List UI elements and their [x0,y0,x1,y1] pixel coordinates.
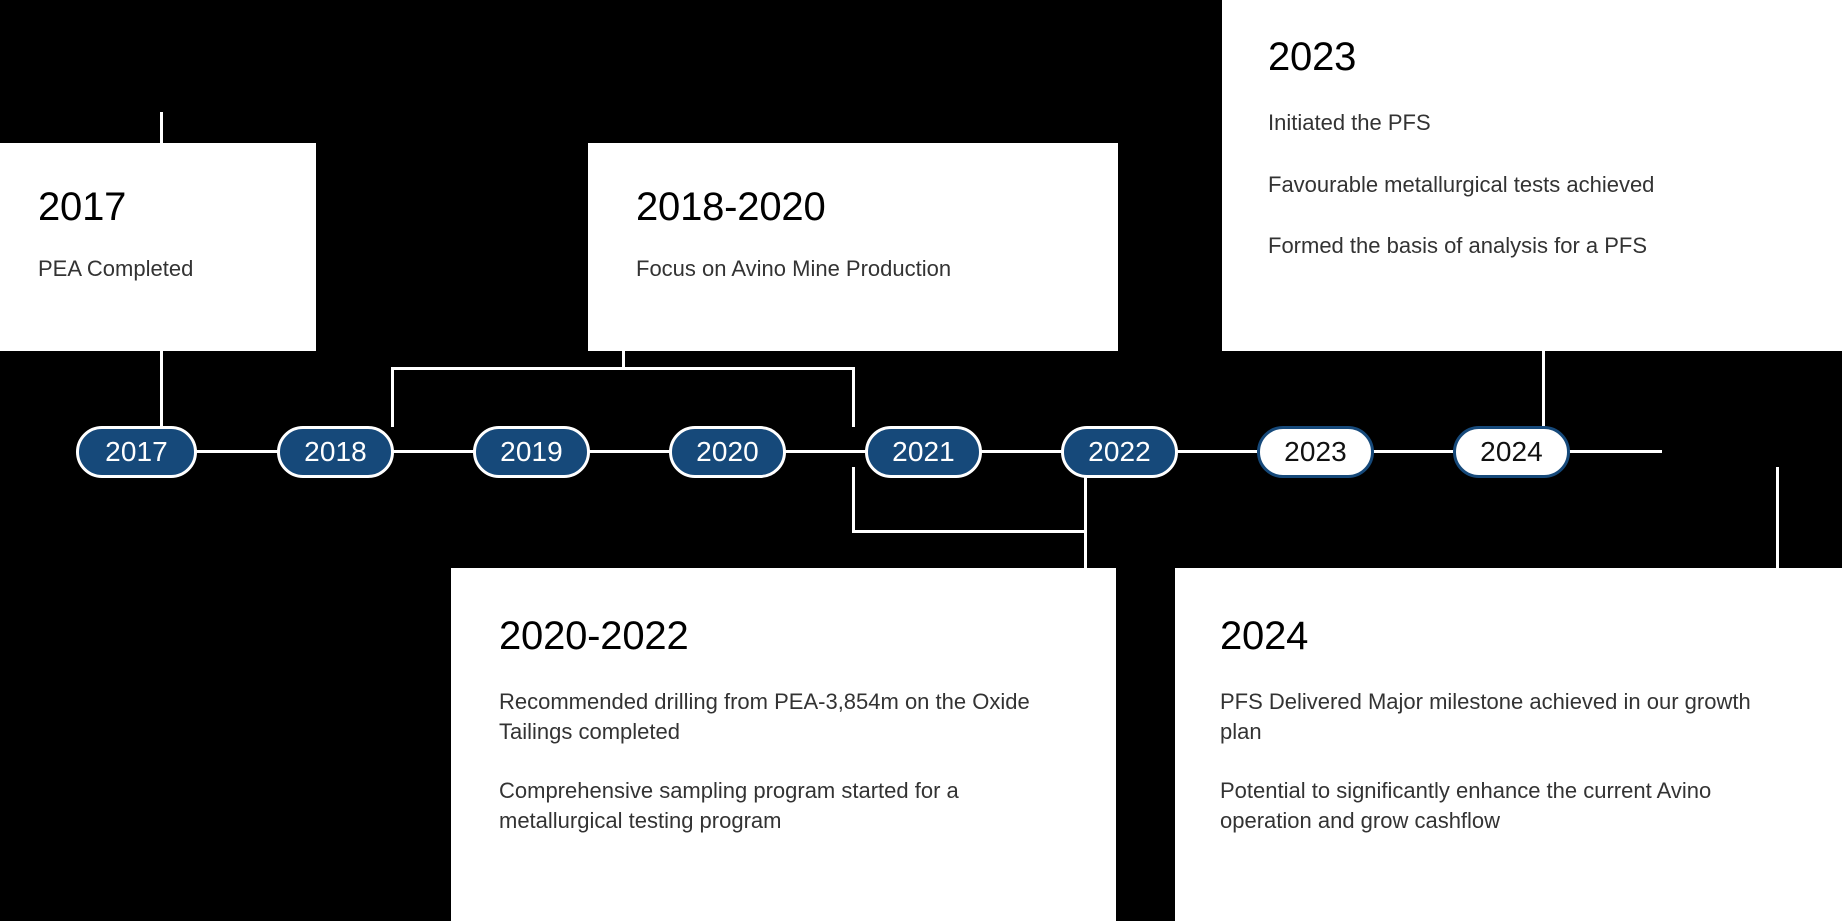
timeline-node-label: 2017 [105,436,168,467]
axis-segment-2024-end [1562,450,1662,453]
timeline-node-2018[interactable]: 2018 [277,426,394,478]
connector-2020-riser [852,367,855,427]
timeline-node-label: 2022 [1088,436,1151,467]
timeline-card-2020-2022: 2020-2022 Recommended drilling from PEA-… [451,568,1116,921]
timeline-node-2020[interactable]: 2020 [669,426,786,478]
timeline-node-label: 2023 [1284,436,1347,467]
connector-2024 [1776,467,1779,569]
axis-segment-2023-2024 [1366,450,1466,453]
timeline-node-label: 2024 [1480,436,1543,467]
axis-segment-2021-2022 [974,450,1074,453]
timeline-node-2023[interactable]: 2023 [1257,426,1374,478]
timeline-node-label: 2019 [500,436,563,467]
timeline-node-2021[interactable]: 2021 [865,426,982,478]
connector-2020-2022-card-stem [1084,467,1087,568]
timeline-node-2019[interactable]: 2019 [473,426,590,478]
card-line: Comprehensive sampling program started f… [499,778,959,834]
axis-segment-2018-2019 [386,450,486,453]
axis-segment-2019-2020 [582,450,682,453]
card-line: Potential to significantly enhance the c… [1220,778,1712,834]
timeline-node-label: 2020 [696,436,759,467]
connector-2023 [1542,296,1545,427]
card-line: Recommended drilling from PEA-3,854m on … [499,689,1030,744]
card-line: Favourable metallurgical tests achieved [1268,171,1655,197]
card-line: PFS Delivered Major milestone achieved i… [1220,689,1751,744]
card-title: 2017 [38,185,127,229]
card-line: Focus on Avino Mine Production [636,256,952,281]
axis-segment-2017-2018 [190,450,290,453]
timeline-card-2017: 2017 PEA Completed [0,143,316,351]
axis-segment-2020-2021 [778,450,878,453]
connector-2018-drop [391,367,394,427]
timeline-card-2024: 2024 PFS Delivered Major milestone achie… [1175,568,1842,921]
connector-bracket-2020-2022-bottom [852,530,1087,533]
timeline-node-2024[interactable]: 2024 [1453,426,1570,478]
timeline-card-2018-2020: 2018-2020 Focus on Avino Mine Production [588,143,1118,351]
axis-segment-2022-2023 [1170,450,1270,453]
timeline-node-label: 2021 [892,436,955,467]
card-line: PEA Completed [38,256,194,281]
card-title: 2020-2022 [499,614,689,658]
card-line: Initiated the PFS [1268,110,1431,135]
card-title: 2023 [1268,35,1357,79]
timeline-node-2022[interactable]: 2022 [1061,426,1178,478]
card-line: Formed the basis of analysis for a PFS [1268,233,1648,259]
timeline-node-label: 2018 [304,436,367,467]
connector-2020-drop [852,467,855,531]
card-title: 2018-2020 [636,185,826,229]
timeline-card-2023: 2023 Initiated the PFS Favourable metall… [1222,0,1842,351]
card-title: 2024 [1220,614,1309,658]
timeline-node-2017[interactable]: 2017 [76,426,197,478]
connector-bracket-2018-2020-top [391,367,855,370]
